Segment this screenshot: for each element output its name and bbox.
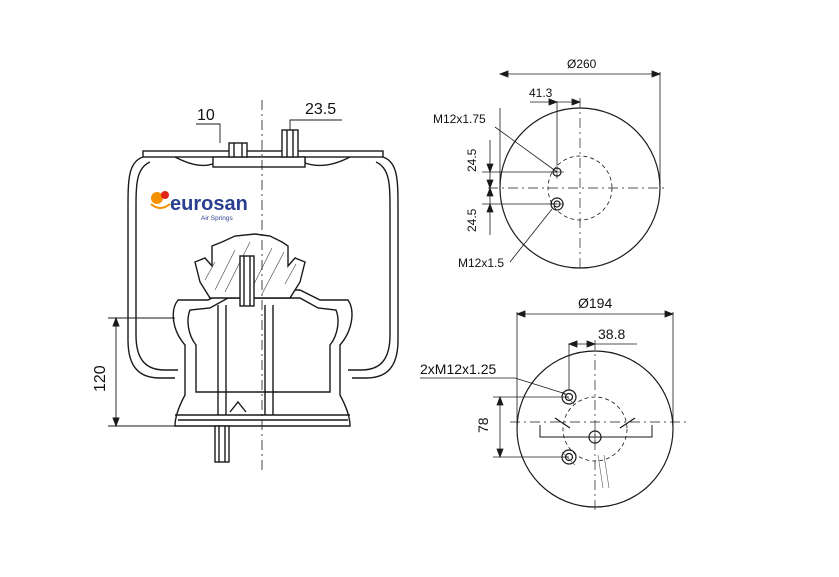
stud-right xyxy=(281,129,299,158)
dim-leader-10 xyxy=(196,123,221,143)
leader-m12x1-75 xyxy=(494,126,558,173)
dim-vertical-78 xyxy=(493,395,569,459)
label-dim-24-5-lower: 24.5 xyxy=(465,208,479,232)
label-diameter-194: Ø194 xyxy=(578,295,612,311)
label-offset-41-3: 41.3 xyxy=(529,86,553,100)
dim-height-120 xyxy=(108,316,175,428)
label-dim-24-5-upper: 24.5 xyxy=(465,148,479,172)
bellow-inner xyxy=(135,161,391,371)
label-diameter-260: Ø260 xyxy=(567,57,597,71)
label-thread-m12x1-5: M12x1.5 xyxy=(458,256,504,270)
bottom-stud xyxy=(214,425,230,463)
brand-logo: eurosan Air Springs xyxy=(150,191,248,222)
label-thread-2xm12x1-25: 2xM12x1.25 xyxy=(420,361,496,377)
dim-offset-38-8 xyxy=(567,340,637,390)
side-view xyxy=(108,100,399,470)
logo-brand: eurosan xyxy=(170,193,248,215)
leader-m12x1-5 xyxy=(509,208,553,263)
logo-tagline: Air Springs xyxy=(201,215,234,222)
bumper-bolt xyxy=(239,255,255,307)
dim-vertical-24-5 xyxy=(482,140,557,235)
label-dim-10: 10 xyxy=(197,107,215,124)
logo-icon-swoosh xyxy=(150,203,171,209)
stud-left xyxy=(228,142,248,158)
bottom-view-hatch xyxy=(561,391,610,489)
label-dim-120: 120 xyxy=(92,365,109,392)
top-plate xyxy=(142,150,384,158)
dim-offset-41-3 xyxy=(530,98,582,165)
piston-body xyxy=(172,289,353,427)
label-dim-78: 78 xyxy=(475,417,491,433)
dim-diameter-194 xyxy=(515,310,675,425)
top-view xyxy=(482,70,668,269)
bellow-outer xyxy=(127,156,399,379)
dim-leader-23-5 xyxy=(289,119,342,130)
label-thread-m12x1-75: M12x1.75 xyxy=(433,112,486,126)
leader-2xm12x1-25 xyxy=(420,377,567,395)
label-dim-23-5: 23.5 xyxy=(305,101,336,118)
label-offset-38-8: 38.8 xyxy=(598,326,625,342)
bottom-view xyxy=(420,310,690,510)
top-center-block xyxy=(212,156,306,168)
logo-icon-orange xyxy=(151,192,163,204)
logo-icon-red xyxy=(161,191,169,199)
